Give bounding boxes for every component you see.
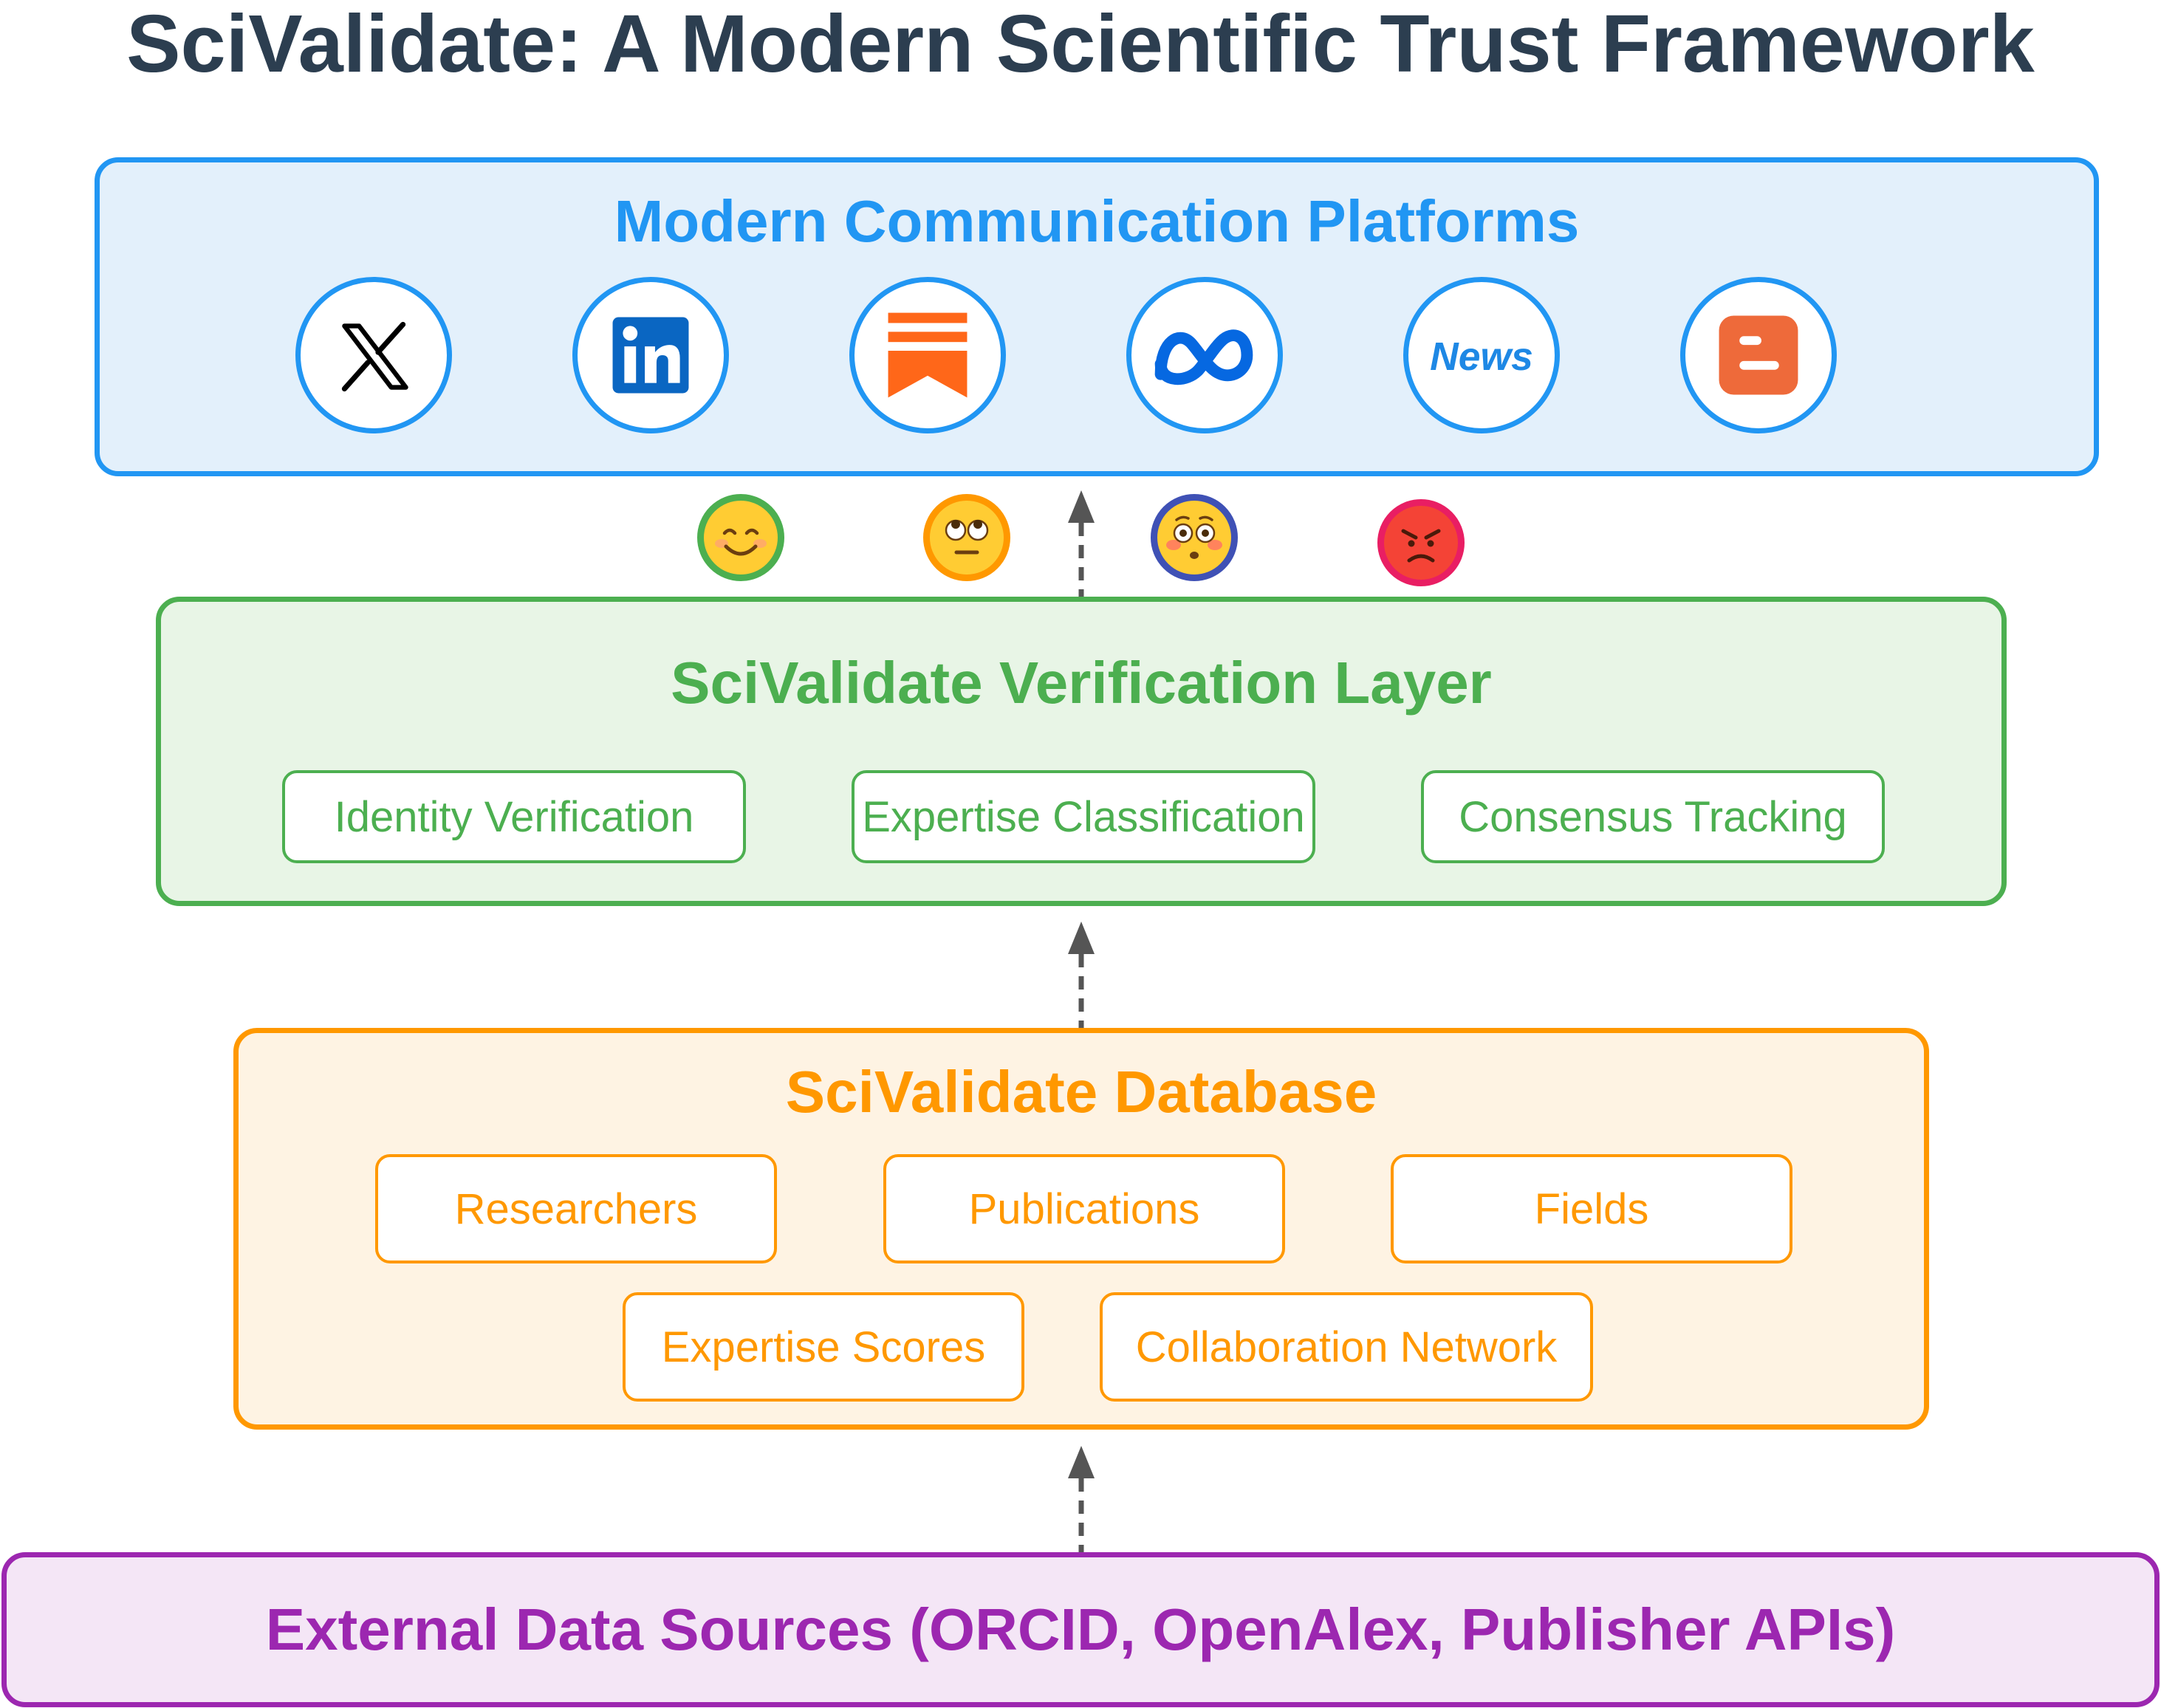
x-logo-icon[interactable] — [295, 277, 452, 433]
arrow-database-to-verification — [1065, 922, 1097, 1028]
flushed-face-emoji-icon — [1151, 494, 1238, 581]
database-title: SciValidate Database — [785, 1059, 1377, 1125]
consensus-tracking-item: Consensus Tracking — [1421, 770, 1885, 863]
expertise-scores-item: Expertise Scores — [623, 1292, 1024, 1402]
news-icon-text: News — [1430, 335, 1533, 379]
linkedin-logo-icon[interactable] — [572, 277, 729, 433]
external-data-sources-box: External Data Sources (ORCID, OpenAlex, … — [1, 1552, 2160, 1707]
diagram-title: SciValidate: A Modern Scientific Trust F… — [126, 0, 2035, 89]
eye-roll-face-emoji-icon — [923, 494, 1010, 581]
angry-face-emoji-icon — [1377, 499, 1465, 586]
platforms-box: Modern Communication Platforms News — [95, 157, 2099, 476]
external-data-sources-title: External Data Sources (ORCID, OpenAlex, … — [265, 1596, 1896, 1662]
news-icon[interactable]: News — [1403, 277, 1560, 433]
fields-item: Fields — [1391, 1154, 1792, 1263]
collaboration-network-item: Collaboration Network — [1100, 1292, 1593, 1402]
researchers-item: Researchers — [375, 1154, 777, 1263]
platforms-title: Modern Communication Platforms — [614, 188, 1580, 254]
arrow-sources-to-database — [1065, 1446, 1097, 1552]
verification-layer-box: SciValidate Verification Layer Identity … — [156, 597, 2007, 906]
substack-logo-icon[interactable] — [849, 277, 1006, 433]
publications-item: Publications — [883, 1154, 1285, 1263]
verification-layer-title: SciValidate Verification Layer — [671, 650, 1492, 716]
blogger-logo-icon[interactable] — [1680, 277, 1837, 433]
database-box: SciValidate Database Researchers Publica… — [233, 1028, 1929, 1430]
identity-verification-item: Identity Verification — [282, 770, 746, 863]
arrow-verification-to-platforms — [1065, 490, 1097, 597]
meta-logo-icon[interactable] — [1126, 277, 1283, 433]
smiling-face-emoji-icon — [697, 494, 784, 581]
expertise-classification-item: Expertise Classification — [852, 770, 1315, 863]
